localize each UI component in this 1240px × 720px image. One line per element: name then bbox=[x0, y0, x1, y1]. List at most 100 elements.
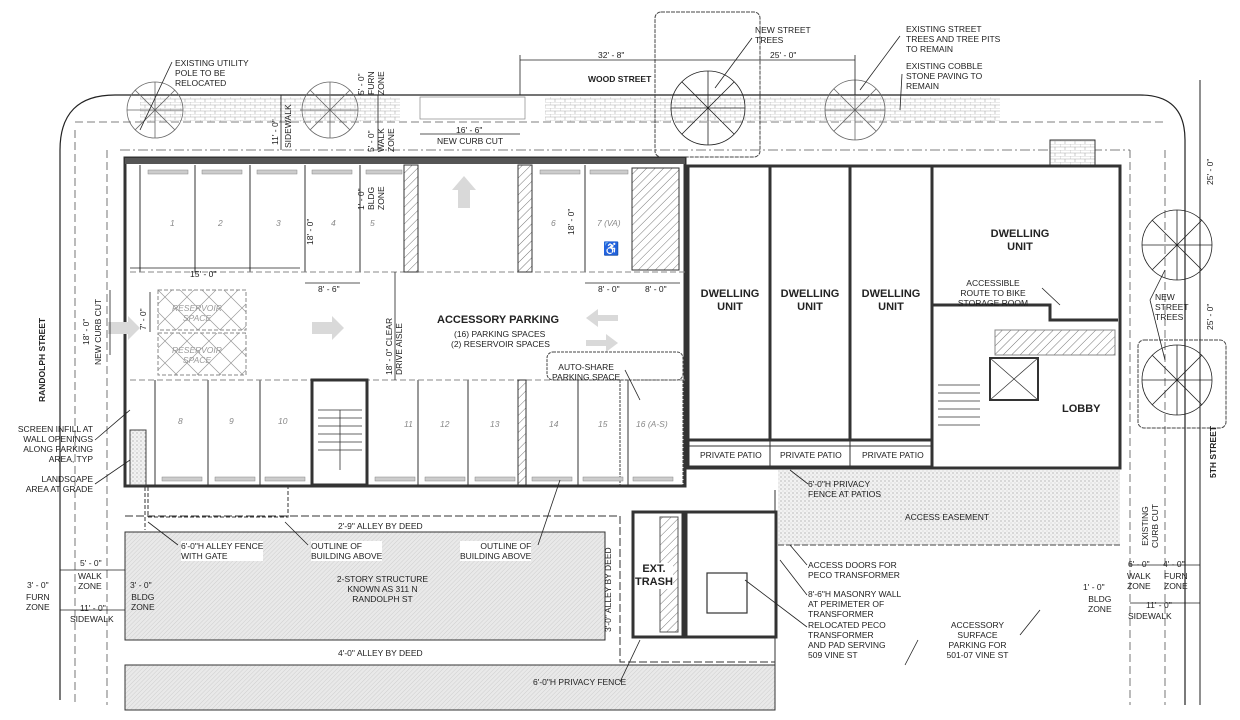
stall-10: 10 bbox=[278, 416, 288, 426]
dim-stall-18-0-a: 18' - 0" bbox=[305, 218, 315, 245]
room-lobby: LOBBY bbox=[1062, 403, 1101, 415]
note-landscape: LANDSCAPE AREA AT GRADE bbox=[25, 474, 93, 494]
transformer-pad bbox=[706, 572, 748, 614]
adjacent-structure bbox=[124, 664, 776, 711]
note-surface-parking: ACCESSORY SURFACE PARKING FOR 501-07 VIN… bbox=[946, 620, 1009, 660]
note-new-curb-cut-left: NEW CURB CUT bbox=[93, 298, 103, 365]
label-bldg-zone: BLDG ZONE bbox=[366, 186, 386, 210]
title-accessory-parking: ACCESSORY PARKING bbox=[437, 314, 560, 326]
dim-right-furn: 4' - 0" bbox=[1163, 559, 1185, 569]
elevator bbox=[989, 357, 1039, 401]
stall-1: 1 bbox=[170, 218, 175, 228]
curb-line bbox=[59, 94, 1186, 705]
dim-fifth-25-0-b: 25' - 0" bbox=[1205, 303, 1215, 330]
note-existing-curb-cut: EXISTING CURB CUT bbox=[1140, 504, 1160, 548]
stall-6: 6 bbox=[551, 218, 556, 228]
label-walk-zone: WALK ZONE bbox=[376, 128, 396, 152]
label-left-walk-zone: WALK ZONE bbox=[78, 571, 102, 591]
note-outline-1: OUTLINE OF BUILDING ABOVE bbox=[311, 541, 383, 561]
dim-right-total: 11' - 0" bbox=[1146, 600, 1172, 610]
stall-4: 4 bbox=[331, 218, 336, 228]
label-left-bldg-zone: BLDG ZONE bbox=[131, 592, 155, 612]
stall-5: 5 bbox=[370, 218, 375, 228]
label-right-walk-zone: WALK ZONE bbox=[1127, 571, 1151, 591]
dim-right-walk: 6' - 0" bbox=[1128, 559, 1150, 569]
reservoir-space-2-label: RESERVOIR SPACE bbox=[172, 345, 222, 365]
stall-8: 8 bbox=[178, 416, 183, 426]
label-furn-zone: FURN ZONE bbox=[366, 71, 386, 95]
note-existing-trees: EXISTING STREET TREES AND TREE PITS TO R… bbox=[906, 24, 1001, 54]
dwelling-unit-2: DWELLING UNIT bbox=[780, 288, 840, 313]
dim-left-total: 11' - 0" bbox=[80, 603, 106, 613]
note-outline-2: OUTLINE OF BUILDING ABOVE bbox=[460, 541, 532, 561]
dim-8-0-a: 8' - 0" bbox=[598, 284, 620, 294]
note-screen-infill: SCREEN INFILL AT WALL OPENINGS ALONG PAR… bbox=[17, 424, 93, 464]
note-drive-aisle: 18' - 0" CLEAR DRIVE AISLE bbox=[384, 317, 404, 375]
note-privacy-fence-patios: 6'-0"H PRIVACY FENCE AT PATIOS bbox=[808, 479, 882, 499]
note-masonry-wall: 8'-6"H MASONRY WALL AT PERIMETER OF TRAN… bbox=[808, 589, 902, 619]
label-sidewalk-top: SIDEWALK bbox=[283, 104, 293, 148]
dim-furn-5-0: 5' - 0" bbox=[356, 73, 366, 95]
label-left-furn-zone: FURN ZONE bbox=[26, 592, 50, 612]
cobble-paving bbox=[140, 97, 400, 122]
note-auto-share: AUTO-SHARE PARKING SPACE bbox=[552, 362, 621, 382]
accessible-icon: ♿ bbox=[603, 241, 620, 256]
dim-8-0-b: 8' - 0" bbox=[645, 284, 667, 294]
note-access-easement: ACCESS EASEMENT bbox=[905, 512, 990, 522]
stall-9: 9 bbox=[229, 416, 234, 426]
note-cobble: EXISTING COBBLE STONE PAVING TO REMAIN bbox=[906, 61, 983, 91]
patio-3: PRIVATE PATIO bbox=[862, 450, 924, 460]
access-easement bbox=[778, 470, 1120, 545]
label-right-bldg-zone: BLDG ZONE bbox=[1088, 594, 1112, 614]
dim-right-bldg: 1' - 0" bbox=[1083, 582, 1105, 592]
note-two-story: 2-STORY STRUCTURE KNOWN AS 311 N RANDOLP… bbox=[336, 574, 429, 604]
reservoir-space-2 bbox=[157, 332, 247, 376]
dim-left-bldg: 3' - 0" bbox=[130, 580, 152, 590]
dim-fifth-25-0-a: 25' - 0" bbox=[1205, 158, 1215, 185]
reservoir-space-1-label: RESERVOIR SPACE bbox=[172, 303, 222, 323]
stall-2: 2 bbox=[218, 218, 223, 228]
dim-bldg-1-0: 1' - 0" bbox=[356, 188, 366, 210]
stall-15: 15 bbox=[598, 419, 608, 429]
dim-curb-18-0: 18' - 0" bbox=[81, 318, 91, 345]
stall-14: 14 bbox=[549, 419, 559, 429]
note-alley-4-0: 4'-0" ALLEY BY DEED bbox=[338, 648, 423, 658]
patio-2: PRIVATE PATIO bbox=[780, 450, 842, 460]
dwelling-unit-1: DWELLING UNIT bbox=[700, 288, 760, 313]
note-access-doors: ACCESS DOORS FOR PECO TRANSFORMER bbox=[808, 560, 900, 580]
tree-pit-cloud bbox=[654, 11, 761, 158]
note-accessible-route: ACCESSIBLE ROUTE TO BIKE STORAGE ROOM bbox=[957, 278, 1029, 308]
street-fifth: 5TH STREET bbox=[1208, 426, 1218, 478]
patio-1: PRIVATE PATIO bbox=[700, 450, 762, 460]
note-alley-fence: 6'-0"H ALLEY FENCE WITH GATE bbox=[181, 541, 264, 561]
dim-stall-18-0-b: 18' - 0" bbox=[566, 208, 576, 235]
dim-left-furn: 3' - 0" bbox=[27, 580, 49, 590]
transformer-enclosure bbox=[684, 510, 778, 639]
dimension-lines bbox=[60, 55, 1201, 611]
street-wood: WOOD STREET bbox=[588, 74, 652, 84]
dwelling-unit-4: DWELLING UNIT bbox=[990, 228, 1050, 253]
leader-lines bbox=[94, 35, 1166, 683]
dim-7-0: 7' - 0" bbox=[138, 308, 148, 330]
note-privacy-fence: 6'-0"H PRIVACY FENCE bbox=[533, 677, 627, 687]
note-alley-3-0: 3'-0" ALLEY BY DEED bbox=[603, 547, 613, 632]
dim-sidewalk-11-0: 11' - 0" bbox=[270, 119, 280, 145]
note-new-street-trees-top: NEW STREET TREES bbox=[755, 25, 811, 45]
stall-12: 12 bbox=[440, 419, 450, 429]
note-reservoir-spaces: (2) RESERVOIR SPACES bbox=[451, 339, 550, 349]
tree-icons bbox=[126, 70, 1213, 416]
note-relocated-peco: RELOCATED PECO TRANSFORMER AND PAD SERVI… bbox=[808, 620, 886, 660]
stair bbox=[310, 378, 369, 487]
stall-16-as: 16 (A-S) bbox=[636, 419, 668, 429]
dim-walk-5-0: 5' - 0" bbox=[366, 130, 376, 152]
label-left-sidewalk: SIDEWALK bbox=[70, 614, 114, 624]
dim-8-6: 8' - 6" bbox=[318, 284, 340, 294]
dim-left-walk: 5' - 0" bbox=[80, 558, 102, 568]
label-right-furn-zone: FURN ZONE bbox=[1164, 571, 1188, 591]
room-ext-trash: EXT. TRASH bbox=[635, 563, 673, 589]
note-new-street-trees-right: NEW STREET TREES bbox=[1155, 292, 1189, 322]
dwelling-unit-3: DWELLING UNIT bbox=[861, 288, 921, 313]
dim-curb-16-6: 16' - 6" bbox=[456, 125, 483, 135]
auto-share-cloud bbox=[546, 351, 684, 381]
